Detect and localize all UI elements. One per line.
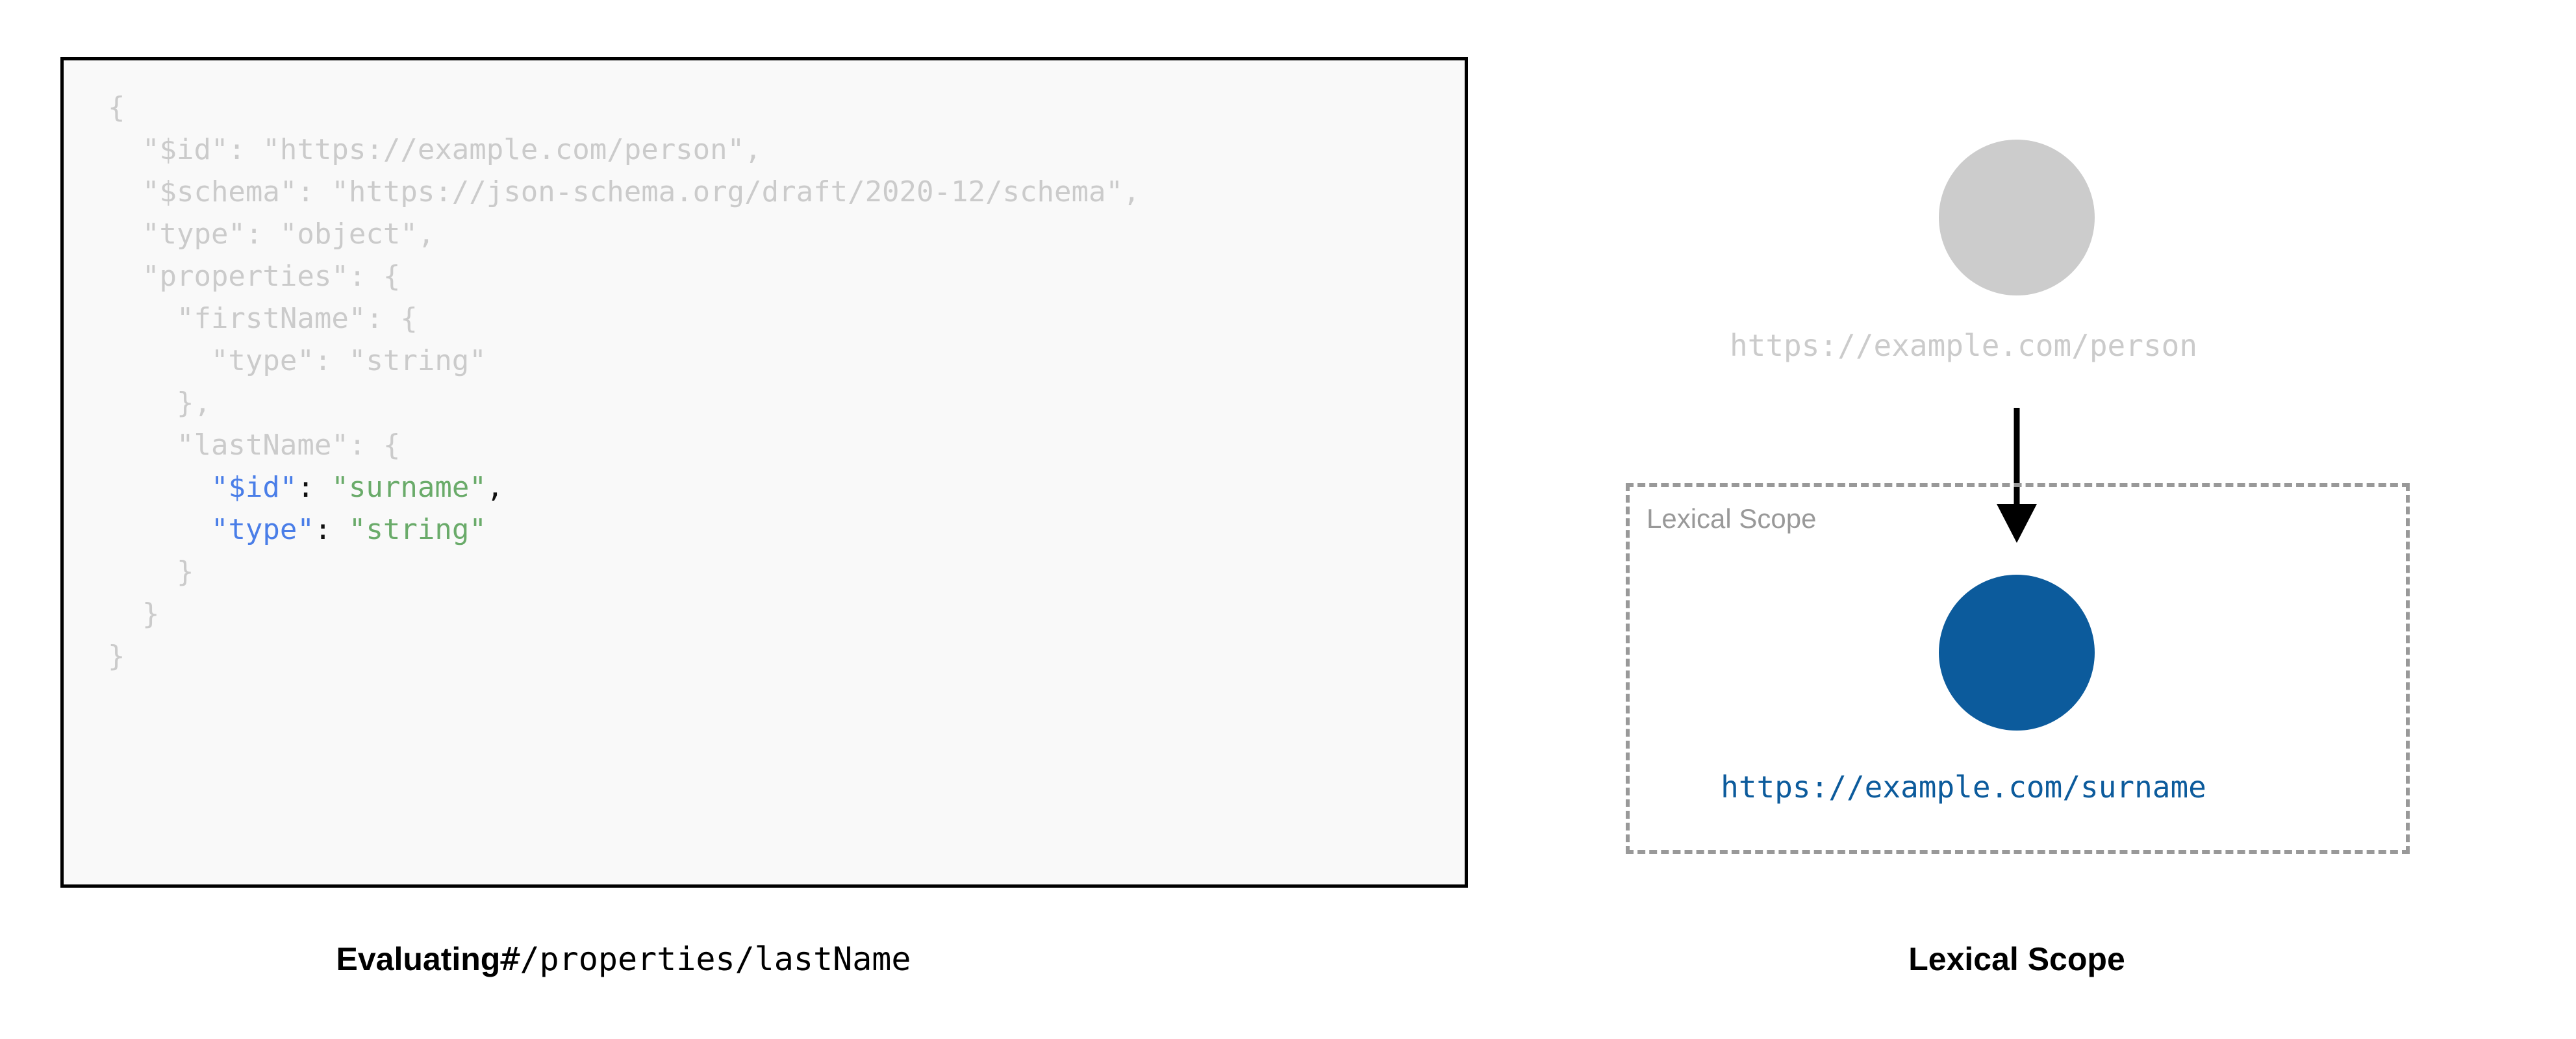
code-token-punct: : — [314, 513, 332, 546]
code-line: }, — [108, 382, 1140, 424]
code-token-dim: } — [108, 555, 194, 588]
scope-arrow-icon — [1997, 408, 2037, 543]
code-line: "$schema": "https://json-schema.org/draf… — [108, 171, 1140, 213]
code-line: { — [108, 86, 1140, 129]
lexical-scope-box-label: Lexical Scope — [1647, 503, 1817, 534]
code-token-dim: { — [108, 91, 125, 124]
code-line: "type": "string" — [108, 508, 1140, 551]
scoped-schema-node-label: https://example.com/surname — [1721, 770, 2206, 805]
code-token-val: "string" — [348, 513, 486, 546]
code-token-dim: "lastName": { — [108, 429, 401, 462]
evaluating-schema-panel: { "$id": "https://example.com/person", "… — [0, 57, 1468, 978]
code-token-dim: "$id": "https://example.com/person", — [108, 133, 762, 166]
code-token-dim: "properties": { — [108, 260, 401, 293]
lexical-scope-box — [1626, 483, 2410, 854]
scoped-schema-node-circle — [1939, 575, 2095, 731]
code-token-punct: : — [297, 471, 314, 504]
code-line: "properties": { — [108, 255, 1140, 297]
code-token-dim: } — [108, 640, 125, 673]
code-token-punct: , — [486, 471, 504, 504]
root-schema-node-circle — [1939, 140, 2095, 295]
code-token-dim — [108, 471, 211, 504]
left-caption-pointer-text: #/properties/lastName — [500, 940, 911, 978]
left-panel-caption: Evaluating#/properties/lastName — [0, 940, 1247, 978]
code-line: } — [108, 635, 1140, 677]
json-schema-code-block: { "$id": "https://example.com/person", "… — [60, 57, 1468, 888]
left-caption-bold-text: Evaluating — [336, 941, 501, 977]
code-token-dim: "firstName": { — [108, 302, 418, 335]
code-line: "type": "object", — [108, 213, 1140, 255]
code-line: } — [108, 593, 1140, 635]
code-token-dim: "type": "string" — [108, 344, 486, 377]
json-schema-code: { "$id": "https://example.com/person", "… — [108, 86, 1140, 677]
code-token-key: "type" — [210, 513, 314, 546]
code-line: "type": "string" — [108, 340, 1140, 382]
code-token-dim: "type": "object", — [108, 218, 435, 251]
code-token-dim — [331, 513, 349, 546]
code-token-dim: "$schema": "https://json-schema.org/draf… — [108, 175, 1141, 208]
code-token-dim — [314, 471, 332, 504]
code-line: } — [108, 551, 1140, 593]
code-line: "$id": "https://example.com/person", — [108, 129, 1140, 171]
code-token-dim: } — [108, 597, 160, 631]
root-schema-node-label: https://example.com/person — [1729, 328, 2198, 363]
code-token-dim: }, — [108, 386, 211, 419]
code-token-val: "surname" — [331, 471, 486, 504]
right-panel-caption: Lexical Scope — [1908, 941, 2125, 977]
code-line: "$id": "surname", — [108, 466, 1140, 508]
code-line: "firstName": { — [108, 297, 1140, 340]
code-line: "lastName": { — [108, 424, 1140, 466]
code-token-dim — [108, 513, 211, 546]
lexical-scope-diagram-panel: https://example.com/person Lexical Scope… — [1533, 0, 2576, 1039]
code-token-key: "$id" — [210, 471, 297, 504]
